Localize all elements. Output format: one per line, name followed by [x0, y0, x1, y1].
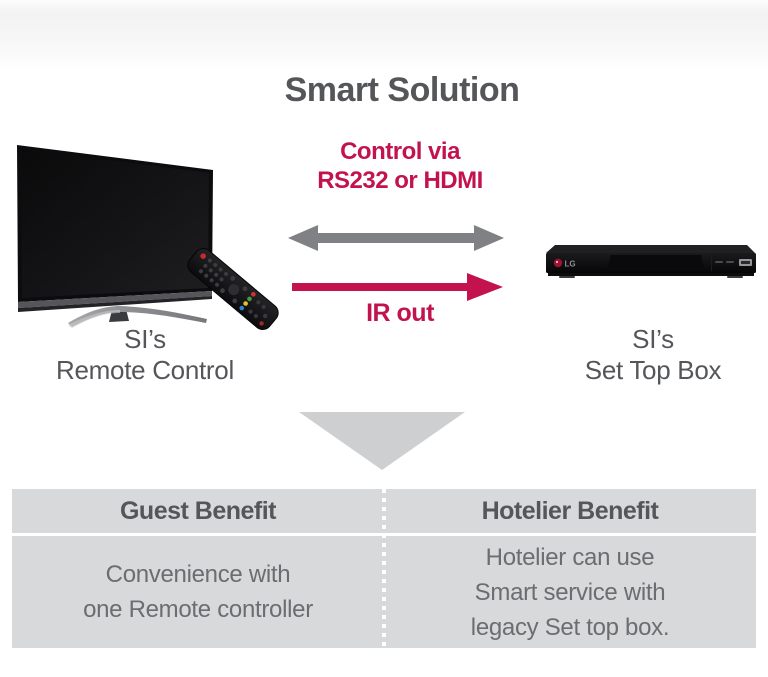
stb-device-label: SI’s Set Top Box: [553, 324, 753, 386]
guest-benefit-cell: Convenience with one Remote controller: [12, 536, 384, 648]
stb-label-line2: Set Top Box: [584, 355, 722, 385]
control-via-label: Control via RS232 or HDMI: [280, 137, 520, 195]
lg-logo-emblem: [553, 258, 563, 268]
set-top-box-illustration: LG: [546, 245, 756, 278]
benefits-table: Guest Benefit Hotelier Benefit Convenien…: [12, 489, 756, 648]
hotelier-benefit-line3: legacy Set top box.: [470, 613, 670, 641]
lg-logo-text: LG: [565, 260, 576, 269]
lg-logo-dot: [556, 261, 558, 263]
tv-label-line1: SI’s: [124, 324, 166, 354]
guest-benefit-line1: Convenience with: [105, 561, 291, 588]
stb-button: [726, 261, 734, 263]
hotelier-benefit-cell: Hotelier can use Smart service with lega…: [384, 536, 756, 648]
remote-power-button: [200, 253, 206, 259]
stb-top-face: [546, 245, 755, 253]
down-triangle-icon: [299, 412, 465, 470]
remote-color-buttons: [239, 292, 256, 311]
control-via-line1: Control via: [340, 138, 460, 165]
stb-foot: [727, 276, 743, 278]
page-title: Smart Solution: [284, 71, 520, 109]
control-via-line2: RS232 or HDMI: [317, 167, 483, 194]
tv-chin: [18, 291, 212, 308]
stb-panel-divider: [711, 255, 712, 271]
guest-benefit-header: Guest Benefit: [119, 496, 277, 525]
tv-label-line2: Remote Control: [56, 355, 234, 385]
ir-out-label: IR out: [366, 299, 434, 327]
remote-lower-buttons: [248, 300, 268, 319]
hotelier-benefit-line2: Smart service with: [474, 578, 666, 606]
stb-button: [715, 261, 723, 263]
tv-stand-base: [68, 306, 207, 327]
stb-label-line1: SI’s: [632, 324, 674, 354]
tv-illustration: [17, 145, 279, 330]
bidirectional-arrow-icon: [288, 225, 504, 251]
connection-arrows: [288, 225, 504, 301]
remote-red-lower-button: [259, 321, 264, 326]
guest-benefit-line2: one Remote controller: [83, 596, 313, 623]
remote-control-illustration: [187, 248, 279, 330]
hotelier-benefit-header: Hotelier Benefit: [481, 496, 659, 525]
tv-stand-shadow: [68, 310, 120, 328]
page-background-gradient: [0, 0, 768, 72]
usb-port-slot: [741, 261, 750, 264]
remote-buttons: [198, 258, 248, 304]
tv-device-label: SI’s Remote Control: [25, 324, 265, 386]
stb-display-window: [607, 255, 705, 271]
table-column-divider: [382, 489, 386, 648]
tv-bottom-edge: [18, 296, 212, 312]
stb-base-shadow: [548, 273, 754, 276]
stb-foot: [559, 276, 575, 278]
tv-screen: [21, 149, 209, 298]
hotelier-benefit-line1: Hotelier can use: [485, 543, 655, 571]
right-arrow-icon: [292, 273, 503, 301]
